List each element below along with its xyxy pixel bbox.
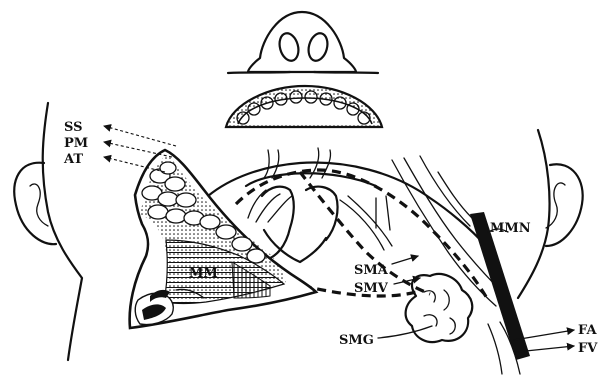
label-mm: MM bbox=[189, 266, 218, 281]
label-sma: SMA bbox=[354, 263, 389, 278]
label-smv: SMV bbox=[354, 281, 389, 296]
label-ss: SS bbox=[64, 120, 83, 135]
label-pm: PM bbox=[64, 136, 88, 151]
sma-arrow bbox=[392, 256, 418, 264]
label-at: AT bbox=[63, 152, 83, 167]
vessel-branches bbox=[248, 148, 520, 374]
ss-arrow bbox=[104, 126, 176, 146]
smg-leader bbox=[378, 326, 432, 338]
upper-dental-arch bbox=[226, 86, 382, 127]
label-fv: FV bbox=[578, 341, 598, 356]
label-fa: FA bbox=[578, 323, 597, 338]
label-mmn: MMN bbox=[490, 221, 531, 236]
masseter-flap bbox=[130, 150, 316, 328]
label-smg: SMG bbox=[339, 333, 374, 348]
nose-outline bbox=[228, 12, 378, 73]
